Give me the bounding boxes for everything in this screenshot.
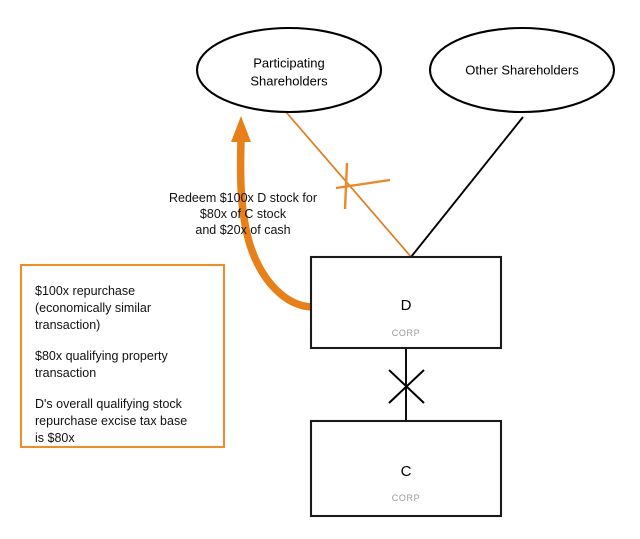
redemption-curve	[236, 141, 313, 311]
participating-shareholders-label-line1: Participating	[253, 55, 325, 70]
annotation-line-3: and $20x of cash	[195, 223, 290, 237]
other-shareholders-ellipse[interactable]	[428, 26, 616, 114]
connector-redemption-arrow	[231, 116, 313, 311]
connector-other-shareholders-to-d	[410, 116, 524, 258]
d-corp-box[interactable]	[309, 255, 503, 350]
d-corp-title: D	[401, 297, 412, 314]
legend-note-box: $100x repurchase (economically similar t…	[19, 263, 226, 449]
participating-shareholders-label-line2: Shareholders	[250, 73, 328, 88]
d-corp-subtitle: CORP	[392, 328, 420, 338]
other-to-d-line	[410, 116, 524, 258]
c-corp-subtitle: CORP	[392, 493, 420, 503]
redemption-annotation: Redeem $100x D stock for $80x of C stock…	[169, 191, 317, 237]
node-other-shareholders[interactable]: Other Shareholders	[428, 26, 616, 114]
participating-shareholders-ellipse[interactable]	[195, 26, 383, 114]
annotation-line-1: Redeem $100x D stock for	[169, 191, 317, 205]
cross-out-orange-icon	[335, 162, 391, 210]
other-shareholders-label: Other Shareholders	[465, 62, 579, 77]
node-participating-shareholders[interactable]: Participating Shareholders	[195, 26, 383, 114]
legend-p3-line2: repurchase excise tax base	[35, 414, 187, 428]
connector-participating-shareholders-to-d	[285, 111, 413, 259]
cross-out-black-icon	[388, 369, 425, 404]
legend-p3-line3: is $80x	[35, 431, 75, 445]
legend-p2-line2: transaction	[35, 366, 96, 380]
node-d-corp[interactable]: D CORP	[309, 255, 503, 350]
node-c-corp[interactable]: C CORP	[309, 419, 503, 518]
legend-p1-line2: (economically similar	[35, 301, 151, 315]
legend-p2-line1: $80x qualifying property	[35, 349, 168, 363]
legend-p1-line3: transaction)	[35, 318, 100, 332]
redemption-arrowhead	[231, 116, 251, 142]
c-corp-title: C	[401, 463, 412, 480]
c-corp-box[interactable]	[309, 419, 503, 518]
annotation-line-2: $80x of C stock	[200, 207, 287, 221]
connector-d-to-c	[388, 348, 425, 421]
legend-p3-line1: D's overall qualifying stock	[35, 397, 183, 411]
legend-p1-line1: $100x repurchase	[35, 284, 135, 298]
legend-border	[19, 263, 226, 449]
